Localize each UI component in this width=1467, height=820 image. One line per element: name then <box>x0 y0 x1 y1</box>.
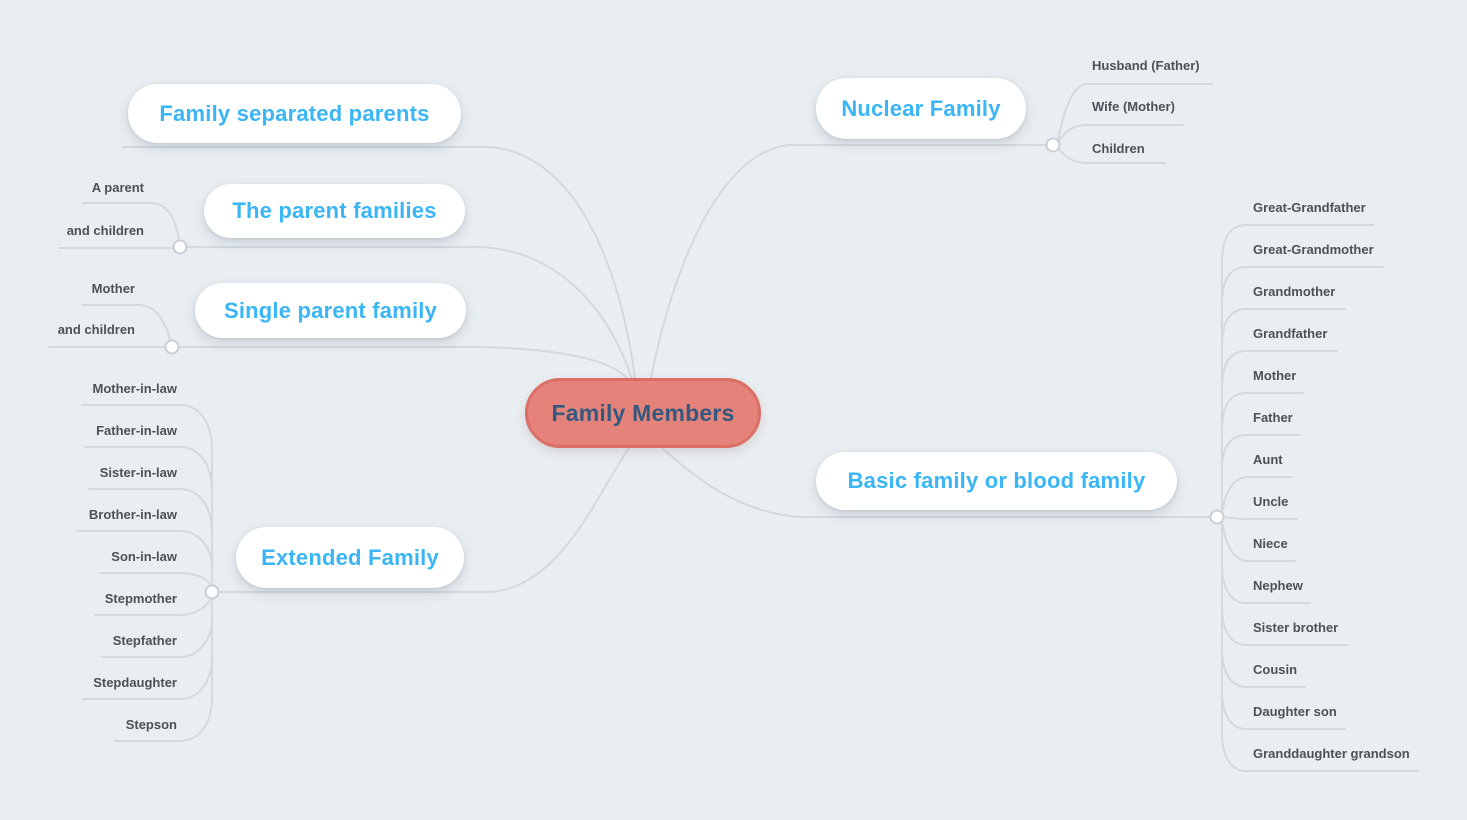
branch-line-the-parent-families <box>179 246 633 380</box>
branch-line-extended-family <box>211 440 635 593</box>
child-line-mother-in-law <box>81 404 213 585</box>
child-node-cousin[interactable]: Cousin <box>1253 662 1298 677</box>
child-line-brother-in-law <box>76 530 213 585</box>
child-line-father-in-law <box>84 446 213 585</box>
child-line-son-in-law <box>99 572 211 585</box>
child-node-great-grandmother[interactable]: Great-Grandmother <box>1253 242 1374 257</box>
branch-line-single-parent-family <box>171 346 630 381</box>
child-node-niece[interactable]: Niece <box>1253 536 1288 551</box>
child-line-great-grandfather <box>1221 224 1374 512</box>
child-node-mother[interactable]: Mother <box>91 281 135 296</box>
child-node-tpf-and-children[interactable]: and children <box>66 223 144 238</box>
branch-node-single-parent-family[interactable]: Single parent family <box>195 283 466 338</box>
child-line-sister-in-law <box>88 488 213 585</box>
child-line-bf-father <box>1221 434 1301 512</box>
child-node-stepmother[interactable]: Stepmother <box>104 591 177 606</box>
child-node-granddaughter-grandson[interactable]: Granddaughter grandson <box>1253 746 1410 761</box>
branch-node-the-parent-families[interactable]: The parent families <box>204 184 465 238</box>
child-line-great-grandmother <box>1221 266 1384 512</box>
branch-label: Extended Family <box>261 544 439 570</box>
child-line-wife-mother <box>1058 124 1184 142</box>
child-node-spf-and-children[interactable]: and children <box>57 322 135 337</box>
child-line-bf-mother <box>1221 392 1304 512</box>
child-node-aunt[interactable]: Aunt <box>1253 452 1283 467</box>
child-node-mother-in-law[interactable]: Mother-in-law <box>92 381 178 396</box>
collapse-handle-extended-family[interactable] <box>204 584 220 600</box>
root-node-label: Family Members <box>551 399 735 426</box>
collapse-handle-the-parent-families[interactable] <box>172 239 188 255</box>
branch-label: Family separated parents <box>159 100 430 126</box>
child-node-great-grandfather[interactable]: Great-Grandfather <box>1253 200 1366 215</box>
child-node-a-parent[interactable]: A parent <box>91 180 144 195</box>
child-node-son-in-law[interactable]: Son-in-law <box>111 549 177 564</box>
child-line-grandfather <box>1221 350 1338 512</box>
branch-node-basic-family[interactable]: Basic family or blood family <box>816 452 1177 510</box>
collapse-handle-nuclear-family[interactable] <box>1045 137 1061 153</box>
root-node[interactable]: Family Members <box>525 378 761 448</box>
branch-node-nuclear-family[interactable]: Nuclear Family <box>816 78 1026 139</box>
child-node-brother-in-law[interactable]: Brother-in-law <box>88 507 177 522</box>
child-line-a-parent <box>82 202 180 241</box>
child-node-sister-brother[interactable]: Sister brother <box>1253 620 1339 635</box>
child-line-children <box>1058 148 1166 164</box>
collapse-handle-basic-family[interactable] <box>1209 509 1225 525</box>
child-node-stepfather[interactable]: Stepfather <box>112 633 177 648</box>
branch-label: Nuclear Family <box>841 95 1001 121</box>
child-node-stepson[interactable]: Stepson <box>125 717 177 732</box>
branch-line-family-separated-parents <box>122 146 636 379</box>
child-node-bf-mother[interactable]: Mother <box>1253 368 1297 383</box>
child-line-stepmother <box>94 599 211 616</box>
child-node-grandfather[interactable]: Grandfather <box>1253 326 1328 341</box>
child-line-mother <box>81 304 171 341</box>
child-line-niece <box>1222 524 1296 562</box>
child-node-daughter-son[interactable]: Daughter son <box>1253 704 1337 719</box>
branch-node-extended-family[interactable]: Extended Family <box>236 527 464 588</box>
child-node-nephew[interactable]: Nephew <box>1253 578 1303 593</box>
branch-node-family-separated-parents[interactable]: Family separated parents <box>128 84 461 143</box>
child-node-wife-mother[interactable]: Wife (Mother) <box>1092 99 1175 114</box>
branch-label: Single parent family <box>223 297 438 323</box>
branch-label: Basic family or blood family <box>847 468 1146 493</box>
child-node-sister-in-law[interactable]: Sister-in-law <box>99 465 177 480</box>
child-node-father-in-law[interactable]: Father-in-law <box>96 423 177 438</box>
branch-label: The parent families <box>232 198 437 223</box>
branch-line-nuclear-family <box>650 144 1054 379</box>
child-node-children[interactable]: Children <box>1092 141 1145 156</box>
collapse-handle-single-parent-family[interactable] <box>164 339 180 355</box>
child-node-bf-father[interactable]: Father <box>1253 410 1293 425</box>
child-line-husband-father <box>1057 83 1213 141</box>
child-line-aunt <box>1222 476 1293 510</box>
child-line-granddaughter-grandson <box>1221 522 1419 772</box>
child-line-stepson <box>114 599 213 742</box>
child-node-grandmother[interactable]: Grandmother <box>1253 284 1336 299</box>
child-line-grandmother <box>1221 308 1346 512</box>
branch-line-basic-family <box>654 440 1218 518</box>
child-node-stepdaughter[interactable]: Stepdaughter <box>93 675 177 690</box>
child-node-husband-father[interactable]: Husband (Father) <box>1092 58 1200 73</box>
child-node-uncle[interactable]: Uncle <box>1253 494 1289 509</box>
child-line-uncle <box>1223 516 1298 520</box>
